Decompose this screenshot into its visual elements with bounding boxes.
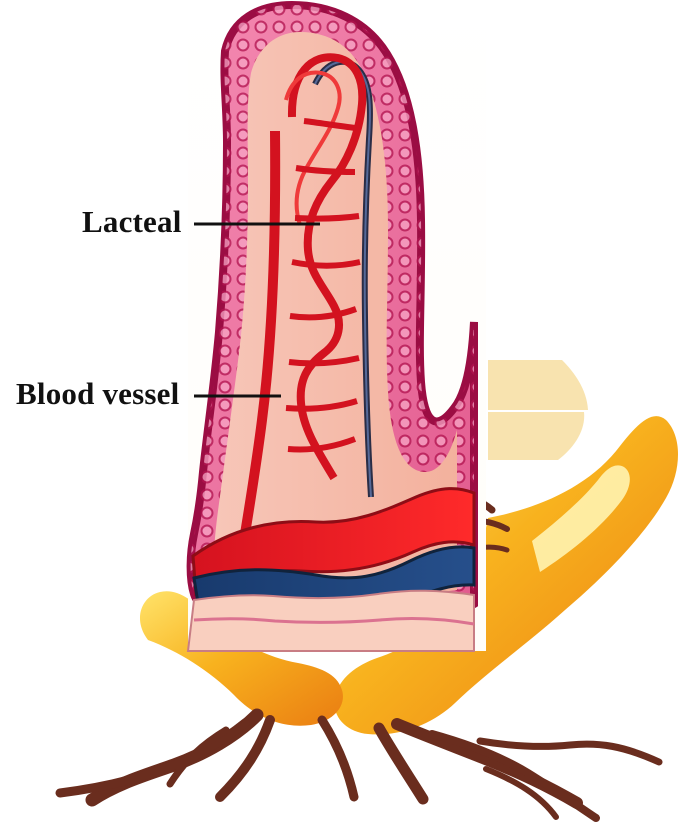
lacteal-label: Lacteal [82,206,182,237]
blood-vessel-label: Blood vessel [16,378,179,409]
villus-panel [188,0,486,651]
right-hand-fingers [488,360,588,460]
